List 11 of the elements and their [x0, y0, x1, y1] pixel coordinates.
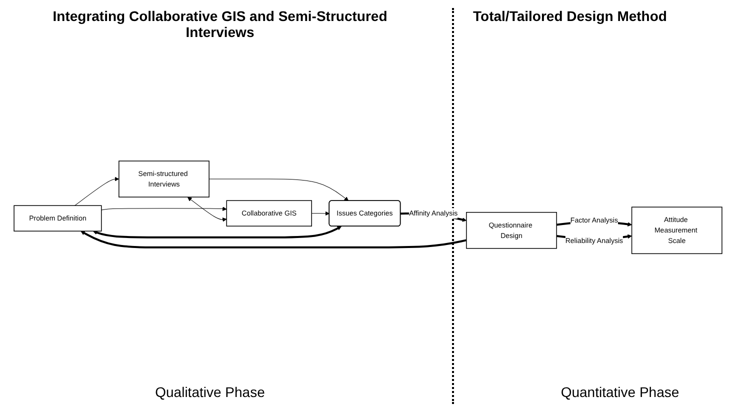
- phase-label: Qualitative Phase: [154, 384, 266, 400]
- section-heading: Total/Tailored Design Method: [472, 8, 668, 24]
- phase-label: Quantitative Phase: [560, 384, 680, 400]
- arrow: [208, 178, 349, 201]
- arrow: [80, 230, 467, 248]
- arrow: [187, 196, 227, 222]
- section-heading: Integrating Collaborative GIS and Semi-Structured Interviews: [52, 8, 388, 40]
- arrow: [92, 226, 342, 238]
- arrow: [74, 176, 120, 206]
- arrow: [311, 210, 330, 216]
- arrow: [101, 206, 227, 211]
